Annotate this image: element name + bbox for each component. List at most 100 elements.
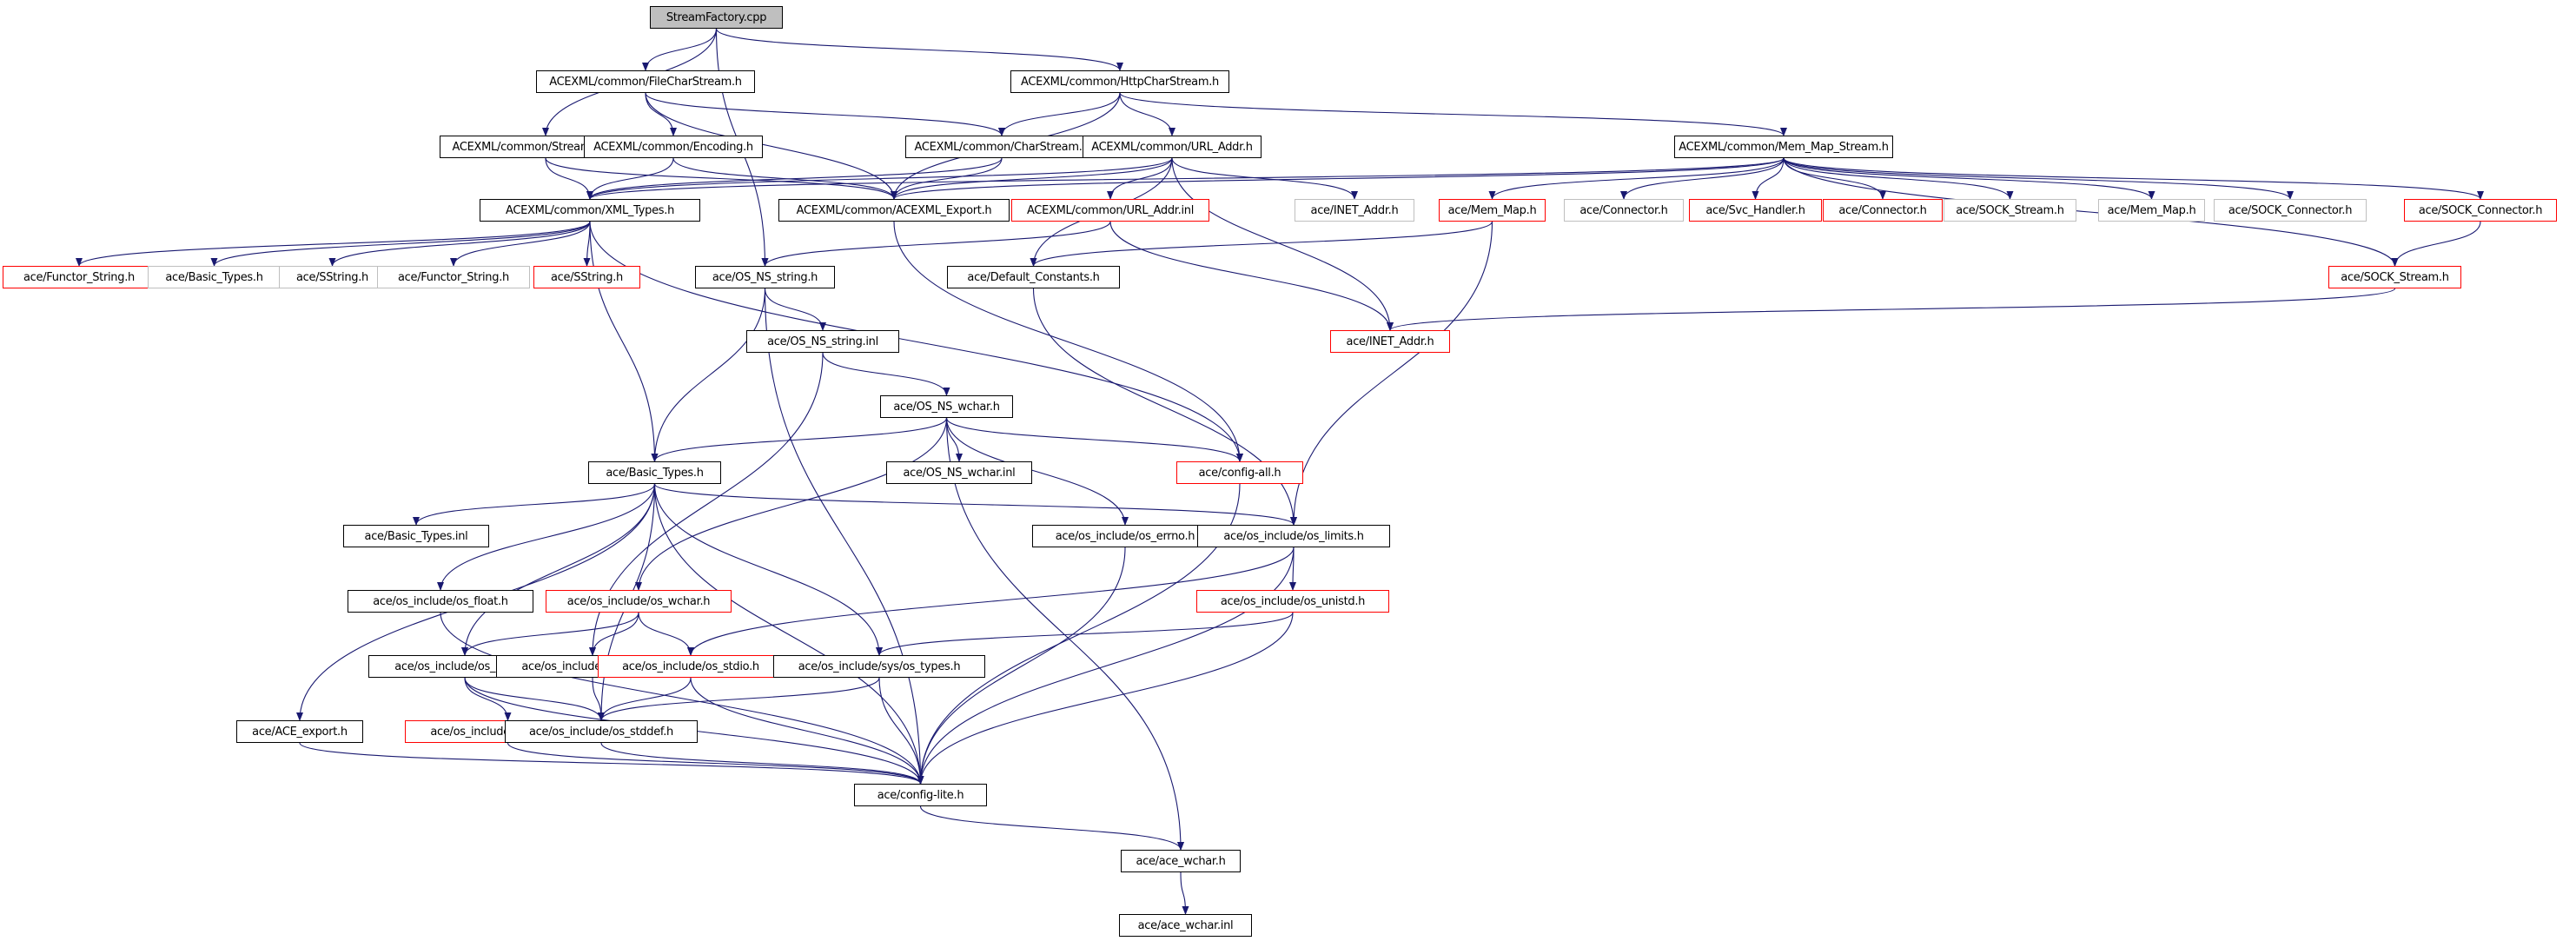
node-os-ns-string-h[interactable]: ace/OS_NS_string.h bbox=[695, 266, 835, 288]
edge-basic-types-h-to-os-types-h bbox=[653, 483, 883, 656]
node-label: ace/OS_NS_string.inl bbox=[767, 335, 878, 348]
node-label: StreamFactory.cpp bbox=[666, 10, 767, 24]
node-connector-h-grey[interactable]: ace/Connector.h bbox=[1564, 199, 1684, 222]
edge-os-float-h-to-config-lite-h bbox=[440, 612, 924, 785]
edge-xml-types-h-to-functor-string-h-grey bbox=[450, 221, 591, 267]
edge-mem-map-stream-h-to-svc-handler-h bbox=[1752, 157, 1785, 200]
edge-xml-types-h-to-basic-types-h-grey bbox=[210, 221, 591, 267]
node-label: ace/os_include/os_limits.h bbox=[1223, 529, 1364, 543]
node-config-all-h[interactable]: ace/config-all.h bbox=[1176, 461, 1303, 484]
edge-url-addr-h-to-xml-types-h bbox=[586, 157, 1173, 200]
node-os-ns-string-inl[interactable]: ace/OS_NS_string.inl bbox=[746, 330, 899, 353]
node-inet-addr-h-grey[interactable]: ace/INET_Addr.h bbox=[1295, 199, 1414, 222]
node-label: ace/SOCK_Stream.h bbox=[1956, 203, 2064, 217]
node-ace-export-h[interactable]: ace/ACE_export.h bbox=[236, 720, 363, 743]
node-os-errno-h[interactable]: ace/os_include/os_errno.h bbox=[1032, 525, 1218, 547]
node-os-float-h[interactable]: ace/os_include/os_float.h bbox=[348, 590, 533, 613]
edge-os-types-h-to-config-lite-h bbox=[878, 677, 924, 785]
edge-basic-types-h-to-os-stdlib-h bbox=[461, 483, 656, 656]
node-os-unistd-h[interactable]: ace/os_include/os_unistd.h bbox=[1196, 590, 1389, 613]
node-label: ace/os_include/os_errno.h bbox=[1055, 529, 1195, 543]
edge-os-stdlib-h-to-os-stddef-h bbox=[464, 677, 605, 721]
node-mem-map-stream-h[interactable]: ACEXML/common/Mem_Map_Stream.h bbox=[1674, 136, 1893, 158]
node-os-wchar-h[interactable]: ace/os_include/os_wchar.h bbox=[546, 590, 732, 613]
node-svc-handler-h[interactable]: ace/Svc_Handler.h bbox=[1689, 199, 1822, 222]
node-label: ace/OS_NS_wchar.h bbox=[893, 400, 1000, 414]
node-basic-types-inl[interactable]: ace/Basic_Types.inl bbox=[343, 525, 489, 547]
node-label: ace/SOCK_Stream.h bbox=[2341, 270, 2449, 284]
edge-os-wchar-h-to-os-string-h bbox=[589, 612, 639, 656]
node-functor-string-h-red[interactable]: ace/Functor_String.h bbox=[3, 266, 156, 288]
node-label: ACEXML/common/Encoding.h bbox=[593, 140, 753, 154]
edge-filecharstream-h-to-charstream-h bbox=[645, 92, 1005, 136]
node-sock-connector-h-red[interactable]: ace/SOCK_Connector.h bbox=[2404, 199, 2557, 222]
node-mem-map-h-grey[interactable]: ace/Mem_Map.h bbox=[2098, 199, 2205, 222]
edge-basic-types-h-to-os-float-h bbox=[437, 483, 656, 591]
node-filecharstream-h[interactable]: ACEXML/common/FileCharStream.h bbox=[536, 70, 755, 93]
edge-os-limits-h-to-os-stdio-h bbox=[687, 547, 1295, 656]
edge-url-addr-h-to-acexml-export-h bbox=[891, 157, 1173, 200]
node-os-limits-h[interactable]: ace/os_include/os_limits.h bbox=[1197, 525, 1390, 547]
node-default-constants-h[interactable]: ace/Default_Constants.h bbox=[947, 266, 1120, 288]
edge-xml-types-h-to-functor-string-h-red bbox=[76, 221, 591, 267]
node-sstring-h-grey[interactable]: ace/SString.h bbox=[279, 266, 386, 288]
node-label: ACEXML/common/Mem_Map_Stream.h bbox=[1679, 140, 1889, 154]
node-sock-connector-h-grey[interactable]: ace/SOCK_Connector.h bbox=[2214, 199, 2367, 222]
edge-os-ns-wchar-h-to-os-wchar-h bbox=[635, 417, 948, 591]
node-httpcharstream-h[interactable]: ACEXML/common/HttpCharStream.h bbox=[1010, 70, 1229, 93]
node-os-types-h[interactable]: ace/os_include/sys/os_types.h bbox=[773, 655, 985, 678]
node-os-stddef-h[interactable]: ace/os_include/os_stddef.h bbox=[505, 720, 698, 743]
edge-xml-types-h-to-basic-types-h bbox=[589, 221, 659, 462]
node-sstring-h-red[interactable]: ace/SString.h bbox=[533, 266, 640, 288]
node-basic-types-h-grey[interactable]: ace/Basic_Types.h bbox=[148, 266, 281, 288]
node-label: ace/os_include/sys/os_types.h bbox=[798, 659, 961, 673]
node-url-addr-inl[interactable]: ACEXML/common/URL_Addr.inl bbox=[1011, 199, 1209, 222]
edge-os-ns-string-h-to-basic-types-h bbox=[651, 288, 766, 462]
node-ace-wchar-h[interactable]: ace/ace_wchar.h bbox=[1121, 850, 1241, 872]
node-inet-addr-h-red[interactable]: ace/INET_Addr.h bbox=[1330, 330, 1450, 353]
node-xml-types-h[interactable]: ACEXML/common/XML_Types.h bbox=[480, 199, 700, 222]
edge-url-addr-h-to-inet-addr-h-red bbox=[1171, 157, 1394, 331]
edge-mem-map-stream-h-to-mem-map-h-red bbox=[1488, 157, 1785, 200]
node-functor-string-h-grey[interactable]: ace/Functor_String.h bbox=[377, 266, 530, 288]
node-mem-map-h-red[interactable]: ace/Mem_Map.h bbox=[1439, 199, 1546, 222]
node-url-addr-h[interactable]: ACEXML/common/URL_Addr.h bbox=[1083, 136, 1262, 158]
node-encoding-h[interactable]: ACEXML/common/Encoding.h bbox=[584, 136, 763, 158]
edge-os-wchar-h-to-os-stdio-h bbox=[638, 612, 694, 656]
edge-xml-types-h-to-config-all-h bbox=[589, 221, 1243, 462]
edge-mem-map-stream-h-to-connector-h-grey bbox=[1620, 157, 1785, 200]
node-label: ace/Basic_Types.h bbox=[165, 270, 263, 284]
edge-mem-map-stream-h-to-sock-connector-h-red bbox=[1783, 157, 2484, 200]
edge-basic-types-h-to-config-lite-h bbox=[653, 483, 924, 785]
edge-ace-export-h-to-config-lite-h bbox=[299, 742, 924, 785]
edge-charstream-h-to-acexml-export-h bbox=[891, 157, 1003, 200]
node-os-stdio-h[interactable]: ace/os_include/os_stdio.h bbox=[598, 655, 784, 678]
node-charstream-h[interactable]: ACEXML/common/CharStream.h bbox=[905, 136, 1098, 158]
node-config-lite-h[interactable]: ace/config-lite.h bbox=[854, 784, 987, 806]
node-sock-stream-h-grey[interactable]: ace/SOCK_Stream.h bbox=[1944, 199, 2076, 222]
node-streamfactory-cpp[interactable]: StreamFactory.cpp bbox=[650, 6, 783, 29]
node-os-ns-wchar-h[interactable]: ace/OS_NS_wchar.h bbox=[880, 395, 1013, 418]
edge-default-constants-h-to-os-limits-h bbox=[1032, 288, 1297, 526]
node-acexml-export-h[interactable]: ACEXML/common/ACEXML_Export.h bbox=[778, 199, 1010, 222]
edge-charstream-h-to-xml-types-h bbox=[586, 157, 1003, 200]
node-label: ACEXML/common/URL_Addr.inl bbox=[1026, 203, 1195, 217]
node-label: ACEXML/common/FileCharStream.h bbox=[549, 75, 742, 89]
node-os-ns-wchar-inl[interactable]: ace/OS_NS_wchar.inl bbox=[886, 461, 1032, 484]
edge-basic-types-h-to-basic-types-inl bbox=[413, 483, 656, 526]
node-connector-h-red[interactable]: ace/Connector.h bbox=[1823, 199, 1943, 222]
edge-os-ns-wchar-h-to-os-ns-wchar-inl bbox=[945, 417, 963, 462]
node-basic-types-h[interactable]: ace/Basic_Types.h bbox=[588, 461, 721, 484]
node-label: ace/Basic_Types.h bbox=[606, 466, 704, 480]
node-label: ACEXML/common/ACEXML_Export.h bbox=[796, 203, 992, 217]
node-label: ACEXML/common/HttpCharStream.h bbox=[1021, 75, 1219, 89]
node-label: ACEXML/common/URL_Addr.h bbox=[1091, 140, 1253, 154]
node-ace-wchar-inl[interactable]: ace/ace_wchar.inl bbox=[1119, 914, 1252, 937]
node-label: ace/OS_NS_wchar.inl bbox=[903, 466, 1016, 480]
edge-streamfactory-cpp-to-httpcharstream-h bbox=[715, 28, 1123, 71]
node-label: ace/config-all.h bbox=[1198, 466, 1281, 480]
node-label: ace/os_include/os_wchar.h bbox=[566, 594, 711, 608]
node-sock-stream-h-red[interactable]: ace/SOCK_Stream.h bbox=[2328, 266, 2461, 288]
edge-mem-map-stream-h-to-xml-types-h bbox=[586, 157, 1785, 200]
